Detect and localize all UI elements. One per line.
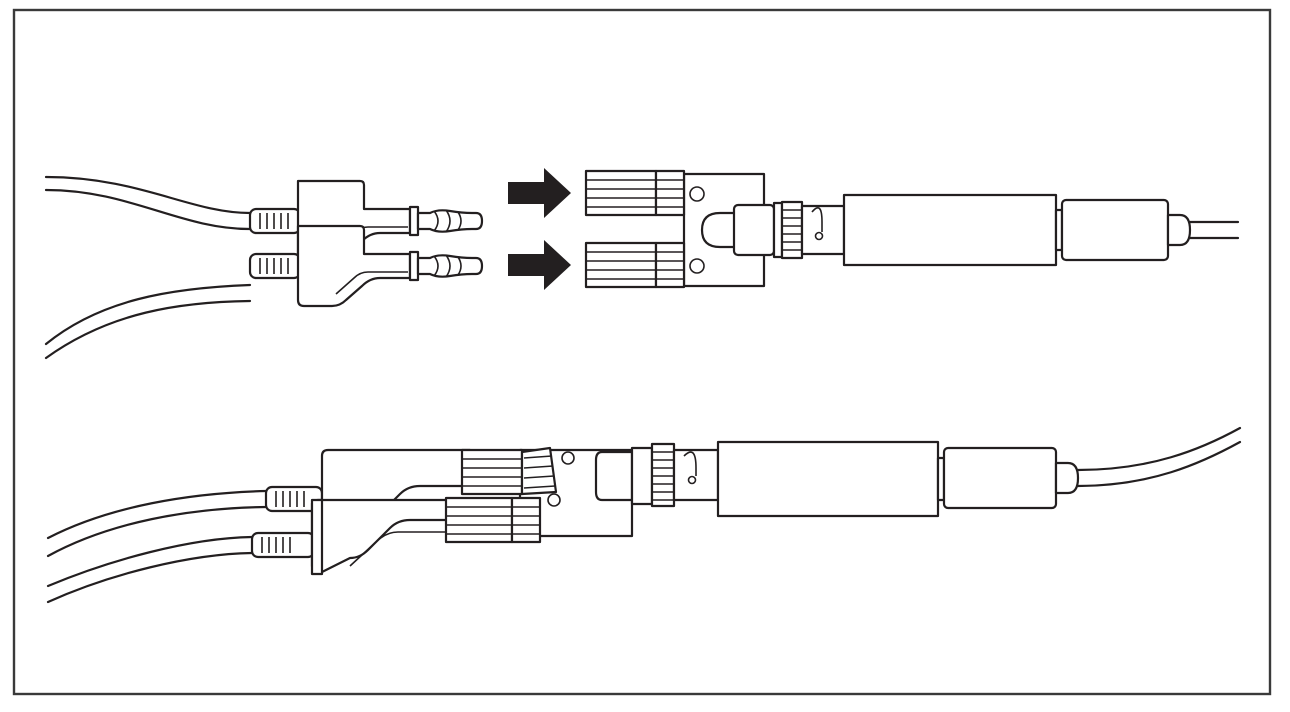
lead-cable-upper bbox=[44, 175, 252, 231]
insert-arrow-icon bbox=[508, 168, 571, 218]
banana-plug-icon bbox=[248, 179, 484, 263]
binding-post-adapter-icon bbox=[460, 446, 575, 496]
banana-plug-icon bbox=[264, 448, 472, 513]
lead-cable-upper bbox=[46, 505, 268, 558]
lead-cable-lower bbox=[44, 283, 252, 360]
binding-post-adapter-icon bbox=[584, 169, 784, 289]
figure-frame bbox=[12, 8, 1272, 696]
inline-module-icon bbox=[842, 193, 1240, 267]
bnc-connector-icon bbox=[594, 442, 720, 508]
lead-cable-lower bbox=[46, 535, 254, 588]
insert-arrow-icon bbox=[508, 240, 571, 290]
step-2-plugged bbox=[46, 426, 1242, 604]
step-1-unplugged bbox=[44, 168, 1240, 360]
bnc-connector-icon bbox=[780, 200, 846, 260]
inline-module-icon bbox=[716, 426, 1242, 518]
lead-cable-lower bbox=[46, 551, 254, 604]
binding-post-adapter-icon bbox=[444, 493, 561, 544]
lead-cable-upper bbox=[46, 489, 268, 540]
banana-plug-icon bbox=[250, 498, 452, 576]
